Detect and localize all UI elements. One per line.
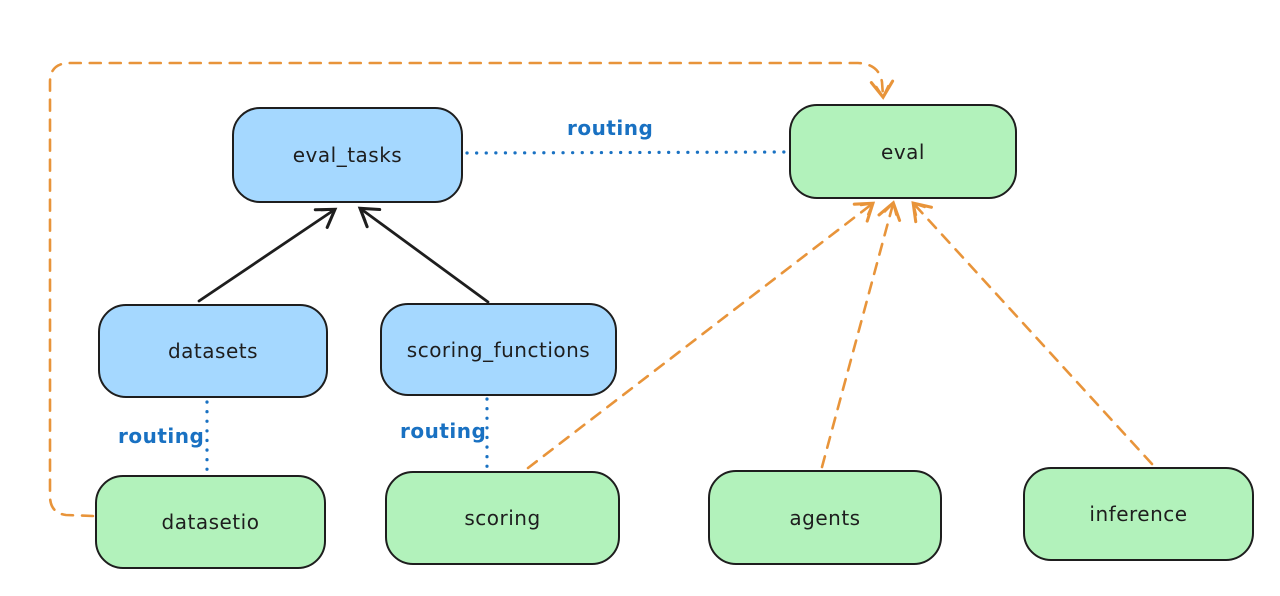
edge-agents-to-eval — [820, 200, 902, 469]
node-datasets-label: datasets — [167, 339, 259, 363]
node-agents: agents — [708, 470, 942, 565]
node-scoring-functions: scoring_functions — [380, 303, 617, 396]
routing-label-datasets-datasetio: routing — [118, 424, 205, 448]
edge-inference-to-eval — [911, 201, 1154, 466]
node-agents-label: agents — [789, 505, 861, 530]
node-eval-tasks: eval_tasks — [232, 107, 463, 203]
node-scoring: scoring — [385, 471, 620, 565]
node-inference: inference — [1023, 467, 1254, 561]
routing-label-scoring-functions-scoring: routing — [400, 419, 487, 443]
routing-label-eval-tasks-eval: routing — [567, 116, 654, 140]
node-scoring-label: scoring — [464, 506, 541, 530]
node-scoring-functions-label: scoring_functions — [406, 337, 591, 362]
edge-scoring_functions-to-eval_tasks — [357, 206, 490, 304]
node-eval-label: eval — [881, 139, 925, 164]
node-eval-tasks-label: eval_tasks — [292, 143, 403, 167]
node-inference-label: inference — [1089, 502, 1188, 526]
node-datasets: datasets — [98, 304, 328, 398]
edge-datasets-to-eval_tasks — [197, 207, 338, 303]
node-datasetio-label: datasetio — [161, 510, 260, 534]
edge-eval_tasks-to-eval-routing — [465, 150, 788, 155]
edge-datasetio-to-eval — [48, 61, 895, 518]
node-datasetio: datasetio — [95, 475, 326, 569]
node-eval: eval — [789, 104, 1017, 199]
